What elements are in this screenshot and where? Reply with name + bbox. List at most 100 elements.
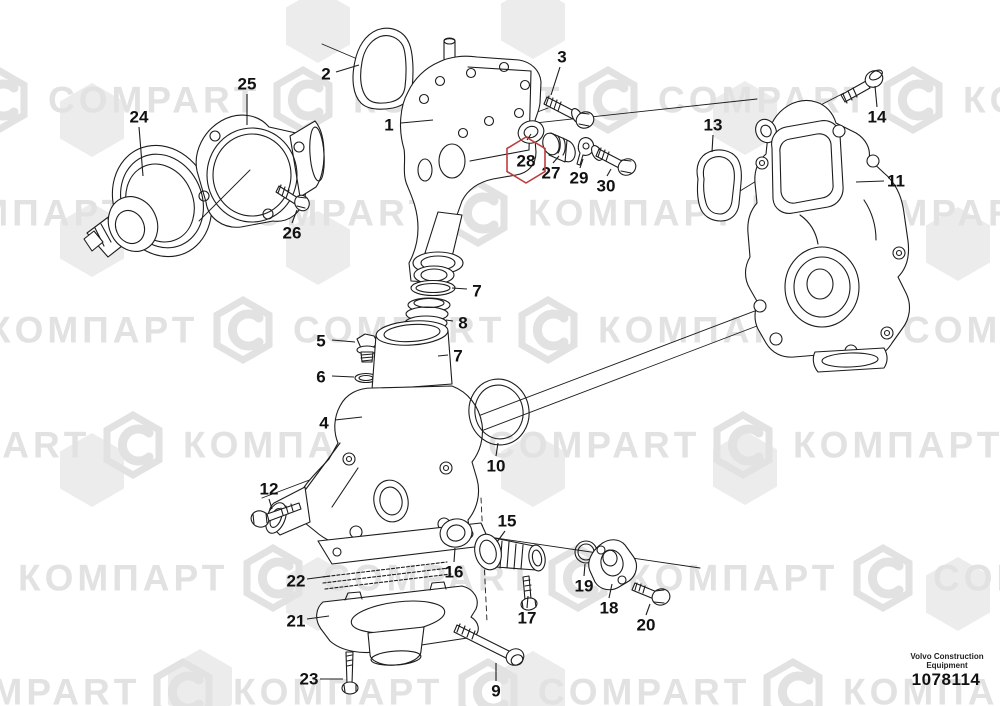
- compart-logo-icon: [713, 410, 773, 480]
- watermark-word: COMPART: [903, 310, 1000, 351]
- leader-line: [526, 133, 532, 141]
- part-number-label: 7: [472, 282, 481, 301]
- callout-2: 2: [321, 64, 360, 84]
- part-1-thermostat-housing: [399, 37, 542, 285]
- watermark-word: КОМПАРТ: [233, 672, 443, 706]
- watermark-word: COMPART: [538, 672, 750, 706]
- part-number-label: 20: [637, 616, 656, 635]
- part-number-label: 21: [287, 612, 306, 631]
- watermark-word: COMPART: [48, 80, 260, 121]
- leader-line: [579, 158, 584, 169]
- callout-18: 18: [600, 583, 618, 618]
- part-number-label: 22: [287, 572, 306, 591]
- leader-line: [608, 583, 613, 599]
- leader-line: [526, 595, 529, 609]
- watermark-word: COMPART: [0, 425, 90, 466]
- callout-1: 1: [384, 116, 434, 135]
- leader-line: [550, 66, 561, 96]
- callout-27: 27: [542, 155, 560, 183]
- callout-15: 15: [496, 512, 517, 543]
- leader-line: [451, 287, 468, 290]
- part-number-label: 6: [316, 368, 325, 387]
- part-3-bolt: [543, 95, 595, 129]
- callout-25: 25: [238, 75, 257, 125]
- callout-20: 20: [637, 603, 656, 635]
- part-number-label: 8: [458, 314, 467, 333]
- part-20-bolt: [631, 582, 671, 606]
- part-number-label: 4: [319, 414, 329, 433]
- leader-line: [855, 180, 885, 183]
- watermark-word: КОМПАРТ: [793, 425, 1000, 466]
- part-number-label: 11: [887, 172, 905, 191]
- part-10-oring: [468, 378, 530, 446]
- part-23-bolt: [341, 651, 359, 695]
- callout-14: 14: [868, 85, 887, 127]
- watermark-word: КОМПАРТ: [18, 558, 228, 599]
- compart-logo-icon: [518, 295, 578, 365]
- callout-21: 21: [287, 612, 330, 631]
- compart-logo-icon: [763, 657, 823, 706]
- part-number-label: 30: [597, 177, 616, 196]
- leader-line: [306, 615, 330, 620]
- callout-6: 6: [316, 368, 355, 387]
- watermark-hexagon: [501, 0, 565, 59]
- leader-line: [496, 530, 506, 543]
- compart-logo-icon: [213, 295, 273, 365]
- part-2-gasket: [352, 27, 414, 110]
- part-number-label: 15: [498, 512, 517, 531]
- leader-line: [445, 319, 454, 322]
- branding-block: Volvo Construction Equipment 1078114: [910, 652, 983, 689]
- part-number-label: 17: [518, 609, 537, 628]
- part-number-label: 13: [704, 116, 723, 135]
- compart-logo-icon: [578, 65, 638, 135]
- watermark-hexagon: [286, 211, 350, 285]
- part-number-label: 28: [517, 152, 536, 171]
- compart-logo-icon: [458, 657, 518, 706]
- part-13-gasket: [696, 149, 742, 222]
- part-18-flange: [588, 539, 638, 591]
- part-number-label: 19: [575, 577, 594, 596]
- part-30-bolt: [590, 145, 637, 176]
- callout-26: 26: [283, 209, 302, 243]
- leader-line: [583, 563, 586, 577]
- watermark-word: КОМПАРТ: [843, 672, 1000, 706]
- part-12-bolt: [250, 502, 302, 528]
- compart-logo-icon: [103, 410, 163, 480]
- watermark-hexagon: [60, 83, 124, 157]
- part-number-label: 26: [283, 224, 302, 243]
- part-17-bolt: [520, 575, 538, 611]
- watermark-hexagon: [501, 433, 565, 507]
- callout-23: 23: [300, 670, 343, 689]
- part-number-label: 12: [260, 480, 279, 499]
- part-27-sleeve: [542, 132, 576, 163]
- part-25-cover: [195, 114, 325, 228]
- part-number-label: 25: [238, 75, 257, 94]
- callout-17: 17: [518, 595, 537, 628]
- leader-line: [400, 119, 434, 124]
- part-9-long-bolt: [453, 623, 525, 666]
- watermark-word: COMPART: [488, 425, 700, 466]
- part-16-seal-ring: [439, 518, 473, 548]
- part-15-fitting: [474, 533, 546, 572]
- part-number-label: 7: [453, 347, 462, 366]
- company-name-line2: Equipment: [926, 661, 968, 670]
- leader-line: [437, 354, 449, 357]
- callout-5: 5: [316, 332, 356, 351]
- part-number-label: 16: [445, 563, 464, 582]
- watermark-hexagon: [926, 557, 990, 631]
- part-number-label: 29: [570, 169, 589, 188]
- callout-19: 19: [575, 563, 594, 596]
- callout-13: 13: [704, 116, 723, 153]
- callout-4: 4: [319, 414, 363, 433]
- leader-line: [335, 64, 360, 73]
- leader-line: [334, 416, 363, 421]
- leader-line: [552, 155, 560, 164]
- leader-line: [453, 547, 456, 563]
- watermark-word: COMPART: [933, 558, 1000, 599]
- part-number-label: 5: [316, 332, 325, 351]
- leader-line: [874, 85, 878, 108]
- part-21-cover-plate: [316, 581, 479, 666]
- leader-line: [711, 134, 714, 153]
